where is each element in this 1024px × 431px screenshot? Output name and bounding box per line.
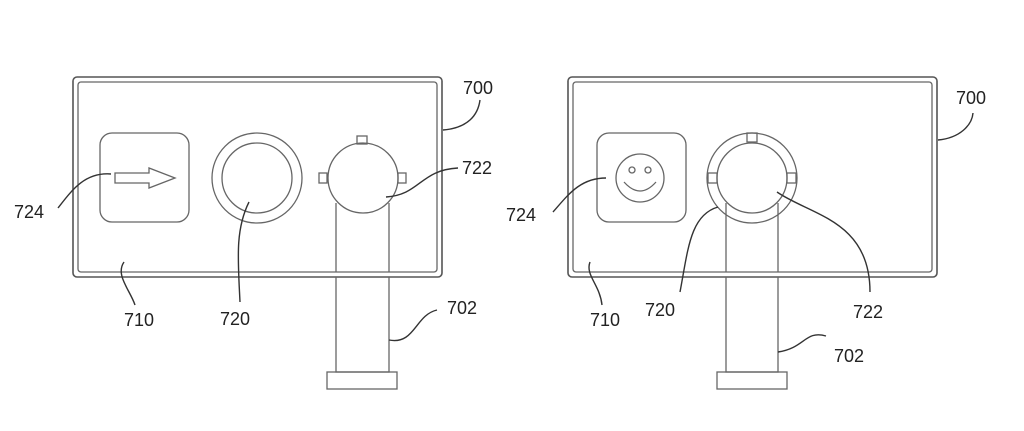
camera-tab-left <box>707 172 718 184</box>
leader-724 <box>57 173 112 209</box>
display-panel <box>77 81 438 273</box>
leader-710 <box>120 261 136 306</box>
leader-702 <box>388 309 438 342</box>
housing-outer <box>72 76 443 278</box>
camera-tab-left <box>318 172 328 184</box>
display-panel <box>572 81 933 273</box>
leader-724 <box>552 177 607 213</box>
label-702: 702 <box>834 346 864 366</box>
ring-outer <box>706 132 798 224</box>
label-722: 722 <box>853 302 883 322</box>
stand-post <box>725 276 779 373</box>
leader-720 <box>679 206 719 293</box>
label-720: 720 <box>220 309 250 329</box>
label-702: 702 <box>447 298 477 318</box>
camera-tab-top <box>746 132 758 143</box>
label-724: 724 <box>506 205 536 225</box>
indicator-box <box>99 132 190 223</box>
device-left: 700 722 724 720 710 702 <box>14 76 493 390</box>
arrow-right-icon <box>114 167 177 189</box>
leader-722 <box>385 167 459 198</box>
camera-head <box>716 142 788 214</box>
smiley-face-icon <box>615 153 665 203</box>
label-722: 722 <box>462 158 492 178</box>
camera-tab-right <box>397 172 407 184</box>
label-700: 700 <box>463 78 493 98</box>
leader-720 <box>237 201 250 303</box>
label-710: 710 <box>124 310 154 330</box>
device-right: 700 724 720 722 710 702 <box>506 76 986 390</box>
housing-outer <box>567 76 938 278</box>
leader-700 <box>937 112 974 141</box>
label-700: 700 <box>956 88 986 108</box>
stand-base <box>326 371 398 390</box>
label-720: 720 <box>645 300 675 320</box>
camera-tab-top <box>356 135 368 145</box>
stand-post <box>335 276 390 373</box>
indicator-box <box>596 132 687 223</box>
leader-722 <box>776 191 871 293</box>
camera-tab-right <box>786 172 797 184</box>
stand-base <box>716 371 788 390</box>
label-710: 710 <box>590 310 620 330</box>
leader-702 <box>777 334 827 353</box>
camera-head <box>327 142 399 214</box>
label-724: 724 <box>14 202 44 222</box>
ring-inner <box>221 142 293 214</box>
ring-outer <box>211 132 303 224</box>
leader-710 <box>588 261 603 306</box>
leader-700 <box>442 99 481 131</box>
